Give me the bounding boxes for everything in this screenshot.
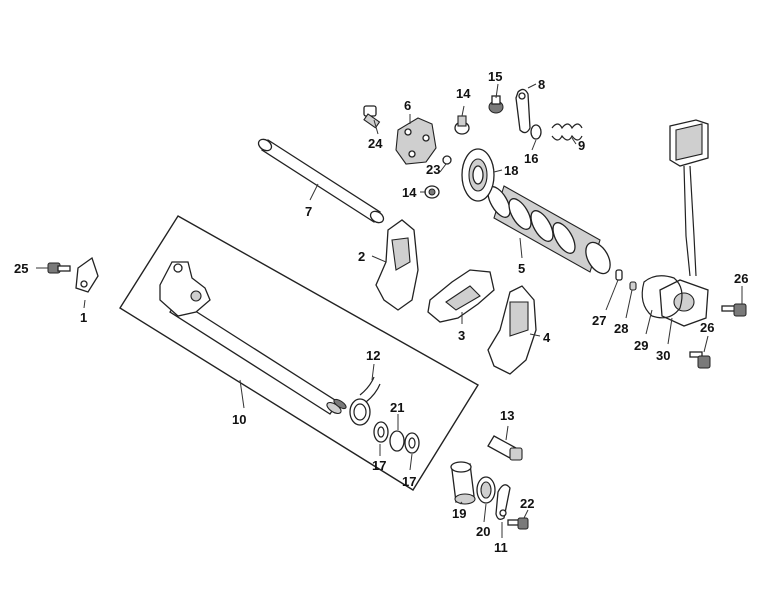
part-8-stopper-arm[interactable] bbox=[515, 88, 531, 134]
callout-23: 23 bbox=[426, 162, 440, 177]
callout-14-lower: 14 bbox=[402, 185, 417, 200]
callout-17-a: 17 bbox=[372, 458, 386, 473]
callout-3: 3 bbox=[458, 328, 465, 343]
callout-22: 22 bbox=[520, 496, 534, 511]
part-26-bolt-upper[interactable] bbox=[721, 303, 747, 317]
callout-9: 9 bbox=[578, 138, 585, 153]
subassembly-frame bbox=[119, 215, 479, 491]
part-18-bearing[interactable] bbox=[461, 148, 495, 202]
callout-18: 18 bbox=[504, 163, 518, 178]
callout-20: 20 bbox=[476, 524, 490, 539]
part-27-pin[interactable] bbox=[615, 269, 623, 281]
callout-24: 24 bbox=[368, 136, 383, 151]
callout-10: 10 bbox=[232, 412, 246, 427]
callout-labels: 1 2 3 4 5 6 7 8 9 10 11 12 13 14 14 15 1… bbox=[14, 69, 748, 555]
part-6-drum-cam[interactable] bbox=[395, 117, 437, 165]
part-29-gasket[interactable] bbox=[641, 275, 683, 319]
callout-16: 16 bbox=[524, 151, 538, 166]
part-23-pin[interactable] bbox=[442, 155, 452, 165]
part-30-neutral-switch[interactable] bbox=[659, 119, 709, 327]
part-5-shift-drum[interactable] bbox=[484, 183, 616, 277]
callout-14-upper: 14 bbox=[456, 86, 471, 101]
callout-12: 12 bbox=[366, 348, 380, 363]
part-4-shift-fork[interactable] bbox=[487, 285, 537, 375]
callout-13: 13 bbox=[500, 408, 514, 423]
part-14-collar-lower[interactable] bbox=[424, 185, 440, 199]
part-19-needle-bearing[interactable] bbox=[450, 461, 476, 505]
callout-8: 8 bbox=[538, 77, 545, 92]
part-20-oil-seal[interactable] bbox=[476, 476, 496, 504]
callout-11: 11 bbox=[494, 540, 508, 555]
callout-28: 28 bbox=[614, 321, 628, 336]
callout-17-b: 17 bbox=[402, 474, 416, 489]
callout-2: 2 bbox=[358, 249, 365, 264]
callout-30: 30 bbox=[656, 348, 670, 363]
callout-26-lower: 26 bbox=[700, 320, 714, 335]
callout-26-upper: 26 bbox=[734, 271, 748, 286]
part-9-spring[interactable] bbox=[551, 123, 583, 141]
part-2-shift-fork[interactable] bbox=[375, 219, 419, 311]
part-26-bolt-lower[interactable] bbox=[689, 351, 711, 369]
callout-4: 4 bbox=[543, 330, 551, 345]
callout-15: 15 bbox=[488, 69, 502, 84]
part-1-plate[interactable] bbox=[75, 256, 99, 293]
part-25-bolt[interactable] bbox=[47, 262, 71, 274]
part-17-washer-a[interactable] bbox=[373, 421, 389, 443]
part-15-bolt[interactable] bbox=[488, 95, 504, 114]
callout-25: 25 bbox=[14, 261, 28, 276]
part-16-washer[interactable] bbox=[530, 124, 542, 140]
part-17-washer-b[interactable] bbox=[404, 432, 420, 454]
part-12-return-spring[interactable] bbox=[349, 376, 381, 426]
callout-21: 21 bbox=[390, 400, 404, 415]
part-28-pin[interactable] bbox=[629, 281, 637, 291]
part-10-gearshift-spindle[interactable] bbox=[159, 261, 348, 416]
callout-5: 5 bbox=[518, 261, 525, 276]
callout-27: 27 bbox=[592, 313, 606, 328]
part-11-stopper-plate[interactable] bbox=[495, 484, 511, 520]
part-22-bolt[interactable] bbox=[507, 517, 529, 530]
callout-6: 6 bbox=[404, 98, 411, 113]
part-13-guide-pin[interactable] bbox=[487, 435, 523, 461]
part-21-circlip[interactable] bbox=[389, 430, 405, 452]
callout-7: 7 bbox=[305, 204, 312, 219]
callout-19: 19 bbox=[452, 506, 466, 521]
part-3-shift-fork[interactable] bbox=[427, 269, 495, 323]
part-7-fork-shaft[interactable] bbox=[256, 137, 385, 225]
leader-lines bbox=[36, 83, 743, 538]
part-14-collar-upper[interactable] bbox=[454, 115, 470, 135]
callout-1: 1 bbox=[80, 310, 87, 325]
part-24-bolt[interactable] bbox=[363, 105, 381, 129]
callout-29: 29 bbox=[634, 338, 648, 353]
